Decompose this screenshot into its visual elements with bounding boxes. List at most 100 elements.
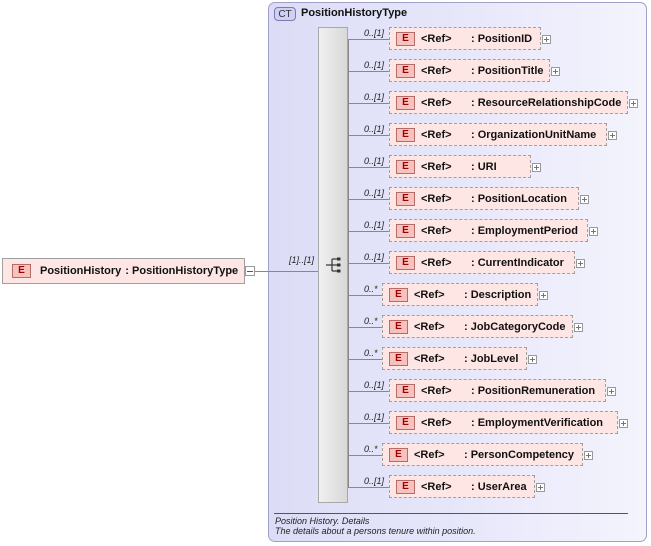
element-icon: E <box>396 63 415 78</box>
child-connector <box>348 103 389 104</box>
expand-icon[interactable] <box>589 227 598 236</box>
child-element[interactable]: E <Ref> : PositionLocation <box>389 187 579 210</box>
collapse-toggle[interactable] <box>245 266 255 276</box>
element-ref-label: <Ref> <box>421 64 452 77</box>
expand-icon[interactable] <box>551 67 560 76</box>
child-cardinality: 0..[1] <box>364 380 385 390</box>
child-connector <box>348 423 389 424</box>
element-ref-label: <Ref> <box>421 416 452 429</box>
element-icon: E <box>389 319 408 334</box>
child-connector <box>348 39 389 40</box>
child-cardinality: 0..[1] <box>364 188 385 198</box>
element-ref-label: <Ref> <box>421 96 452 109</box>
child-element[interactable]: E <Ref> : ResourceRelationshipCode <box>389 91 628 114</box>
expand-icon[interactable] <box>607 387 616 396</box>
element-ref-label: <Ref> <box>421 32 452 45</box>
child-element[interactable]: E<Ref>: OrganizationUnitName <box>389 123 607 146</box>
element-name: : Description <box>464 288 532 301</box>
root-connector <box>255 271 318 272</box>
complex-type-title: PositionHistoryType <box>301 7 408 19</box>
element-name: : JobCategoryCode <box>464 320 566 333</box>
expand-icon[interactable] <box>576 259 585 268</box>
element-ref-label: <Ref> <box>421 256 452 269</box>
element-ref-label: <Ref> <box>421 192 452 205</box>
child-connector <box>348 199 389 200</box>
expand-icon[interactable] <box>629 99 638 108</box>
child-element[interactable]: E<Ref>: PositionRemuneration <box>389 379 606 402</box>
child-element[interactable]: E<Ref>: EmploymentPeriod <box>389 219 588 242</box>
child-element[interactable]: E <Ref> : URI <box>389 155 531 178</box>
element-icon: E <box>396 95 415 110</box>
child-connector <box>348 487 389 488</box>
element-ref-label: <Ref> <box>421 128 452 141</box>
child-element[interactable]: E <Ref> : PositionID <box>389 27 541 50</box>
element-ref-label: <Ref> <box>414 352 445 365</box>
element-icon: E <box>389 351 408 366</box>
element-icon: E <box>396 383 415 398</box>
expand-icon[interactable] <box>584 451 593 460</box>
child-cardinality: 0..* <box>364 348 378 358</box>
child-cardinality: 0..* <box>364 284 378 294</box>
element-icon: E <box>396 159 415 174</box>
element-ref-label: <Ref> <box>421 480 452 493</box>
element-name: : PositionLocation <box>471 192 567 205</box>
child-connector <box>348 135 389 136</box>
element-name: : URI <box>471 160 497 173</box>
root-cardinality: [1]..[1] <box>289 255 315 265</box>
expand-icon[interactable] <box>580 195 589 204</box>
element-name: : UserArea <box>471 480 527 493</box>
element-ref-label: <Ref> <box>414 448 445 461</box>
child-element[interactable]: E<Ref>: PersonCompetency <box>382 443 583 466</box>
child-cardinality: 0..[1] <box>364 60 385 70</box>
root-element[interactable]: E PositionHistory : PositionHistoryType <box>2 258 245 284</box>
child-cardinality: 0..* <box>364 444 378 454</box>
child-cardinality: 0..[1] <box>364 220 385 230</box>
expand-icon[interactable] <box>532 163 541 172</box>
expand-icon[interactable] <box>536 483 545 492</box>
expand-icon[interactable] <box>528 355 537 364</box>
element-icon: E <box>396 415 415 430</box>
child-element[interactable]: E <Ref> : PositionTitle <box>389 59 550 82</box>
element-ref-label: <Ref> <box>414 320 445 333</box>
child-cardinality: 0..[1] <box>364 476 385 486</box>
child-cardinality: 0..[1] <box>364 92 385 102</box>
element-icon: E <box>396 479 415 494</box>
documentation: Position History. Details The details ab… <box>275 516 476 536</box>
child-element[interactable]: E <Ref> : Description <box>382 283 538 306</box>
child-connector <box>348 231 389 232</box>
child-cardinality: 0..[1] <box>364 28 385 38</box>
element-icon: E <box>396 31 415 46</box>
child-element[interactable]: E <Ref> : JobCategoryCode <box>382 315 573 338</box>
expand-icon[interactable] <box>608 131 617 140</box>
element-name: : ResourceRelationshipCode <box>471 96 622 109</box>
expand-icon[interactable] <box>539 291 548 300</box>
element-ref-label: <Ref> <box>421 160 452 173</box>
child-element[interactable]: E<Ref>: CurrentIndicator <box>389 251 575 274</box>
expand-icon[interactable] <box>619 419 628 428</box>
documentation-line-2: The details about a persons tenure withi… <box>275 526 476 536</box>
element-ref-label: <Ref> <box>421 224 452 237</box>
child-cardinality: 0..[1] <box>364 412 385 422</box>
child-connector <box>348 391 389 392</box>
element-icon: E <box>389 447 408 462</box>
element-name: : JobLevel <box>464 352 519 365</box>
child-element[interactable]: E <Ref> : EmploymentVerification <box>389 411 618 434</box>
root-element-name: PositionHistory <box>40 265 122 277</box>
element-icon: E <box>396 223 415 238</box>
child-element[interactable]: E <Ref> : JobLevel <box>382 347 527 370</box>
child-cardinality: 0..[1] <box>364 252 385 262</box>
element-icon: E <box>389 287 408 302</box>
documentation-separator <box>274 513 628 514</box>
element-name: : CurrentIndicator <box>471 256 564 269</box>
child-connector <box>348 359 382 360</box>
child-cardinality: 0..* <box>364 316 378 326</box>
element-name: : PositionID <box>471 32 533 45</box>
element-ref-label: <Ref> <box>414 288 445 301</box>
child-element[interactable]: E <Ref> : UserArea <box>389 475 535 498</box>
element-name: : PositionTitle <box>471 64 544 77</box>
child-cardinality: 0..[1] <box>364 156 385 166</box>
element-name: : EmploymentVerification <box>471 416 604 429</box>
element-icon: E <box>396 191 415 206</box>
expand-icon[interactable] <box>574 323 583 332</box>
expand-icon[interactable] <box>542 35 551 44</box>
